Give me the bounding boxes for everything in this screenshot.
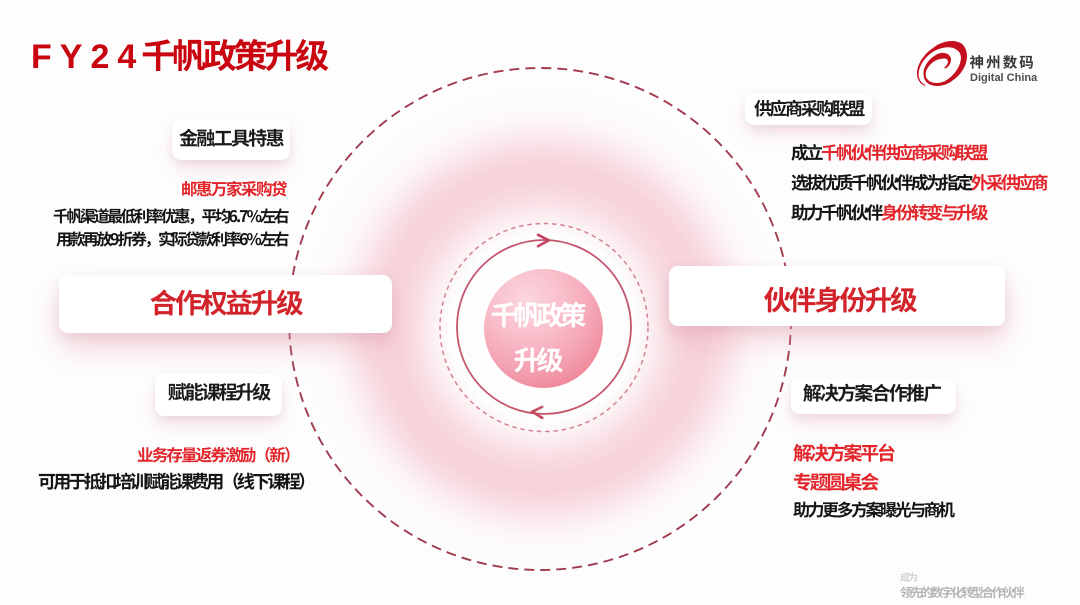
svg-text:神州数码: 神州数码 (970, 52, 1036, 73)
svg-text:Digital China: Digital China (970, 72, 1038, 84)
